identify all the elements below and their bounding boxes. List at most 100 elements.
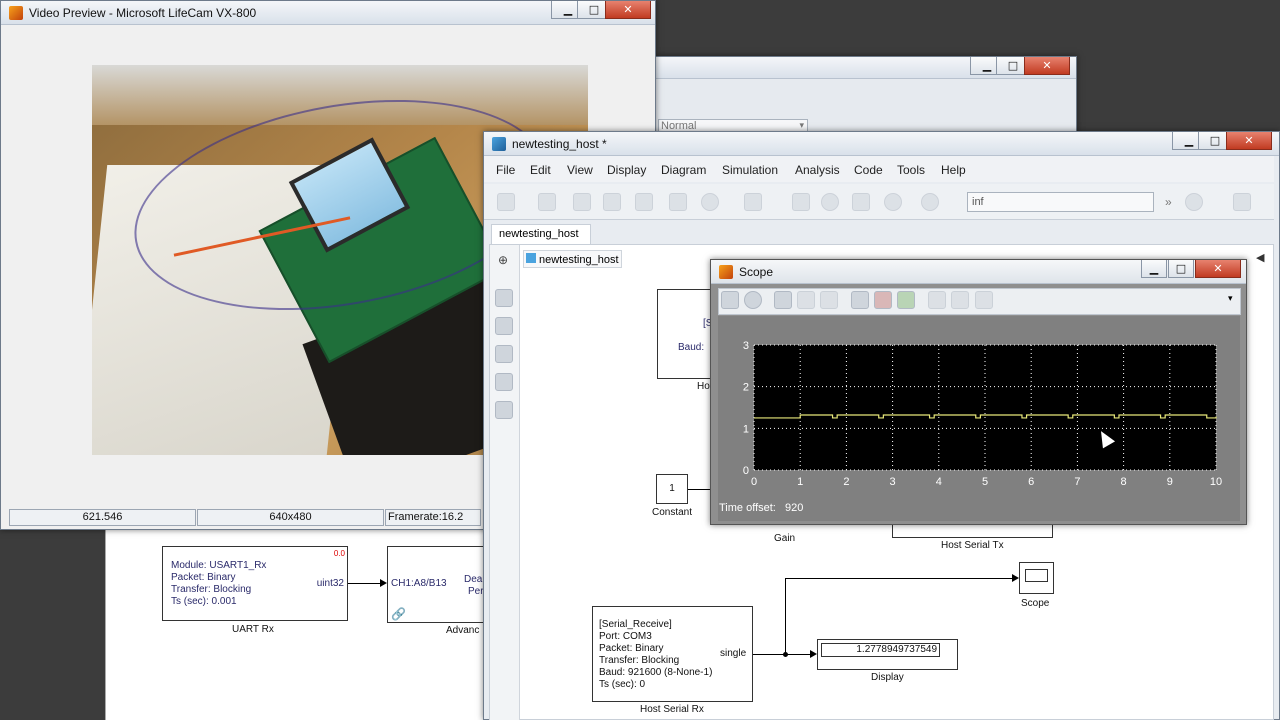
scope-caption: Scope [1021, 598, 1050, 609]
scope-maximize-button[interactable]: □ [1168, 260, 1194, 278]
host-serial-tx-block[interactable] [892, 525, 1053, 538]
uart-rx-block[interactable]: Module: USART1_Rx Packet: Binary Transfe… [162, 546, 348, 621]
grid-apps-icon[interactable] [1233, 193, 1251, 211]
video-status-framerate: Framerate:16.2 [385, 509, 481, 526]
overflow-chevron-icon[interactable]: » [1165, 195, 1172, 209]
uart-rx-line: Transfer: Blocking [171, 584, 252, 595]
x-tick-label: 5 [982, 476, 988, 488]
host-rx-port: single [720, 648, 747, 659]
uart-rx-port: uint32 [316, 578, 344, 589]
floating-scope-icon[interactable] [928, 291, 946, 309]
zoom-icon[interactable] [495, 289, 513, 307]
save-icon[interactable] [538, 193, 556, 211]
display-caption: Display [871, 672, 904, 683]
up-arrow-icon[interactable] [635, 193, 653, 211]
autoscale-icon[interactable] [851, 291, 869, 309]
scope-close-button[interactable]: ✕ [1195, 260, 1241, 278]
signal-selection-icon[interactable] [975, 291, 993, 309]
annotation-icon[interactable] [495, 373, 513, 391]
video-status-resolution: 640x480 [197, 509, 384, 526]
restore-axes-icon[interactable] [897, 291, 915, 309]
menu-diagram[interactable]: Diagram [661, 163, 707, 177]
arrow-head-icon [380, 579, 387, 587]
link-icon: 🔗 [391, 607, 406, 621]
display-value: 1.2778949737549 [856, 644, 937, 655]
zoom-x-icon[interactable] [797, 291, 815, 309]
scope-toolbar-chevron-icon[interactable]: ▾ [1228, 293, 1233, 303]
chevron-down-icon: ▾ [799, 120, 804, 130]
menu-simulation[interactable]: Simulation [722, 163, 779, 177]
gain-caption: Gain [774, 533, 796, 544]
scope-block[interactable] [1019, 562, 1054, 594]
x-tick-label: 4 [936, 476, 942, 488]
time-offset-label: Time offset: [719, 502, 776, 514]
host-serial-tx-partial-block[interactable]: [S Baud: [657, 289, 717, 379]
x-tick-label: 8 [1121, 476, 1127, 488]
signal-line [754, 414, 1217, 419]
library-browser-icon[interactable] [669, 193, 687, 211]
back-arrow-icon[interactable] [573, 193, 591, 211]
host-rx-line: Packet: Binary [599, 643, 664, 654]
matlab-icon [719, 265, 733, 279]
uart-rx-line: Packet: Binary [171, 572, 236, 583]
pause-icon[interactable] [821, 193, 839, 211]
scope-window-title: Scope [739, 265, 774, 279]
scope-screen-icon [1025, 569, 1048, 582]
model-explorer-icon[interactable] [744, 193, 762, 211]
stop-time-value: inf [972, 196, 984, 208]
constant-block[interactable]: 1 [656, 474, 688, 504]
host-tx-partial-line: [S [703, 318, 713, 329]
menu-file[interactable]: File [496, 163, 516, 177]
uart-rx-line: Module: USART1_Rx [171, 560, 267, 571]
menu-view[interactable]: View [567, 163, 593, 177]
breadcrumb[interactable]: newtesting_host [523, 250, 622, 268]
time-offset-value: 920 [785, 502, 804, 514]
model-tab[interactable]: newtesting_host [491, 224, 591, 244]
simulink-close-button[interactable]: ✕ [1226, 132, 1272, 150]
menu-analysis[interactable]: Analysis [795, 163, 840, 177]
stop-time-input[interactable]: inf [967, 192, 1154, 212]
fit-view-icon[interactable] [495, 317, 513, 335]
menu-code[interactable]: Code [854, 163, 883, 177]
arrow-icon[interactable] [495, 345, 513, 363]
image-icon[interactable] [495, 401, 513, 419]
step-forward-icon[interactable] [852, 193, 870, 211]
lock-icon[interactable] [951, 291, 969, 309]
host-serial-tx-caption: Host Serial Tx [941, 540, 1004, 551]
menu-tools[interactable]: Tools [897, 163, 926, 177]
video-close-button[interactable]: ✕ [605, 1, 651, 19]
simulink-window-title: newtesting_host * [512, 137, 607, 151]
forward-arrow-icon[interactable] [603, 193, 621, 211]
print-icon[interactable] [721, 291, 739, 309]
display-block[interactable]: 1.2778949737549 [817, 639, 958, 670]
step-back-icon[interactable] [792, 193, 810, 211]
stop-icon[interactable] [884, 193, 902, 211]
settings-gear-icon[interactable] [701, 193, 719, 211]
hide-browser-icon[interactable]: ⊕ [498, 253, 509, 267]
x-tick-label: 1 [797, 476, 803, 488]
scope-minimize-button[interactable]: ▁ [1141, 260, 1167, 278]
zoom-y-icon[interactable] [820, 291, 838, 309]
x-tick-label: 0 [751, 476, 757, 488]
uart-rx-badge: 0.0 [333, 549, 345, 558]
record-icon[interactable] [921, 193, 939, 211]
branch-to-scope-line [785, 578, 1013, 579]
uart-to-advanced-line [348, 583, 381, 584]
video-window-title: Video Preview - Microsoft LifeCam VX-800 [29, 6, 257, 20]
menu-help[interactable]: Help [941, 163, 966, 177]
parameters-gear-icon[interactable] [744, 291, 762, 309]
check-model-icon[interactable] [1185, 193, 1203, 211]
host-serial-rx-block[interactable]: [Serial_Receive] Port: COM3 Packet: Bina… [592, 606, 753, 702]
save-axes-icon[interactable] [874, 291, 892, 309]
menu-display[interactable]: Display [607, 163, 647, 177]
background-close-button[interactable]: ✕ [1024, 57, 1070, 75]
x-tick-label: 9 [1167, 476, 1173, 488]
breadcrumb-chevron-icon[interactable]: ◀ [1256, 252, 1265, 264]
new-model-icon[interactable] [497, 193, 515, 211]
x-tick-label: 2 [843, 476, 849, 488]
menu-edit[interactable]: Edit [530, 163, 551, 177]
x-tick-label: 7 [1074, 476, 1080, 488]
zoom-in-icon[interactable] [774, 291, 792, 309]
advanced-block[interactable]: CH1:A8/B13 Dea Per 🔗 [387, 546, 497, 623]
